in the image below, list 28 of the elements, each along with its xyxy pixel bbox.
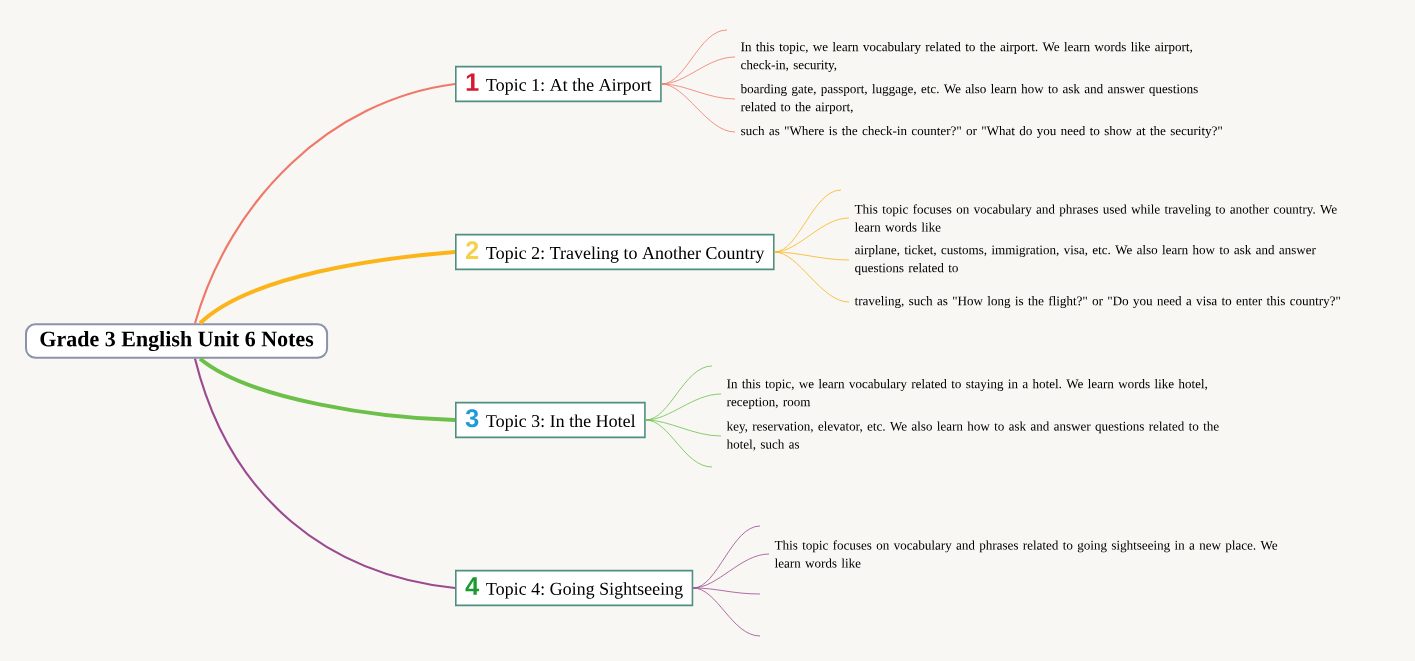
- note-text: traveling, such as "How long is the flight?" or "Do you need a visa to enter this country?": [854, 296, 1340, 308]
- note-text: In this topic, we learn vocabulary related to staying in a hotel. We learn words like hotel, reception, room: [726, 379, 1207, 409]
- branch-line: [194, 358, 456, 590]
- branch-line: [645, 393, 722, 421]
- note-text: airplane, ticket, customs, immigration, visa, etc. We also learn how to ask and answer questions related to: [855, 245, 1316, 275]
- topic-box: 2 Topic 2: Traveling to Another Country: [455, 233, 775, 271]
- branch-line: [645, 419, 713, 468]
- branch-line: [692, 587, 761, 595]
- branch-line: [661, 56, 736, 85]
- branch-line: [774, 251, 850, 303]
- note-text: This topic focuses on vocabulary and phrases related to going sightseeing in a new place. We learn words like: [774, 540, 1278, 568]
- note-text: In this topic, we learn vocabulary related to the airport. We learn words like airport, check-in, security,: [741, 42, 1192, 72]
- branch-line: [194, 82, 456, 324]
- branch-line: [198, 357, 456, 422]
- branch-line: [661, 83, 736, 133]
- root-box: Grade 3 English Unit 6 Notes: [25, 323, 329, 359]
- branch-line: [692, 587, 761, 637]
- branch-line: [661, 83, 736, 100]
- branch-line: [198, 250, 456, 325]
- topic-box: 3 Topic 3: In the Hotel: [455, 401, 646, 439]
- note-text: This topic focuses on vocabulary and phrases used while traveling to another country. We learn words like: [854, 204, 1337, 232]
- topic-box: 4 Topic 4: Going Sightseeing: [455, 569, 694, 607]
- branch-line: [774, 251, 850, 261]
- topic-box: 1 Topic 1: At the Airport: [455, 65, 662, 103]
- note-text: boarding gate, passport, luggage, etc. We also learn how to ask and answer questions related to the airport,: [740, 84, 1198, 114]
- note-text: key, reservation, elevator, etc. We also learn how to ask and answer questions related to the hotel, such as: [726, 421, 1219, 451]
- branch-line: [645, 419, 722, 437]
- note-text: such as "Where is the check-in counter?" or "What do you need to show at the security?": [741, 126, 1222, 138]
